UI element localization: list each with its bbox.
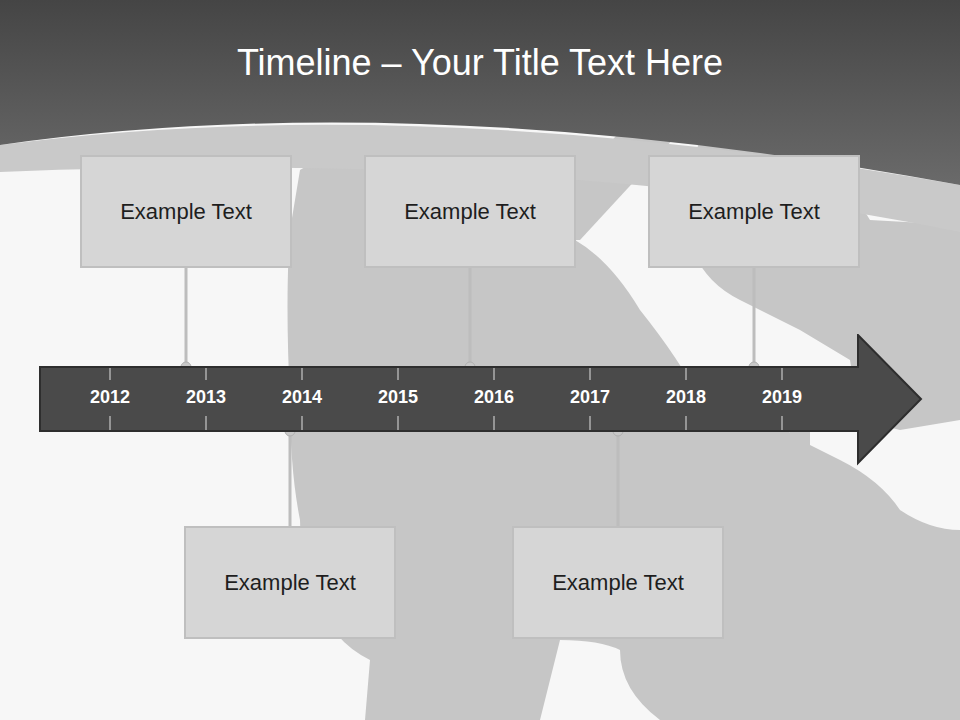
year-label: 2013 bbox=[186, 387, 226, 408]
event-text: Example Text bbox=[540, 570, 696, 596]
tick-mark bbox=[590, 368, 591, 380]
event-box: Example Text bbox=[512, 526, 724, 639]
year-label: 2012 bbox=[90, 387, 130, 408]
tick-mark bbox=[398, 368, 399, 380]
tick-mark bbox=[110, 416, 111, 430]
event-text: Example Text bbox=[392, 199, 548, 225]
tick-mark bbox=[494, 368, 495, 380]
leader-line bbox=[613, 426, 623, 526]
event-box: Example Text bbox=[648, 155, 860, 268]
leader-line bbox=[465, 268, 475, 372]
title: Timeline – Your Title Text Here bbox=[0, 42, 960, 84]
tick-mark bbox=[206, 416, 207, 430]
year-label: 2018 bbox=[666, 387, 706, 408]
event-box: Example Text bbox=[184, 526, 396, 639]
event-text: Example Text bbox=[212, 570, 368, 596]
year-label: 2016 bbox=[474, 387, 514, 408]
event-box: Example Text bbox=[364, 155, 576, 268]
tick-mark bbox=[686, 368, 687, 380]
tick-mark bbox=[686, 416, 687, 430]
tick-mark bbox=[110, 368, 111, 380]
year-label: 2014 bbox=[282, 387, 322, 408]
timeline-arrow: 2012 2013 2014 2015 2016 2017 2018 2019 bbox=[38, 334, 924, 466]
event-box: Example Text bbox=[80, 155, 292, 268]
event-text: Example Text bbox=[108, 199, 264, 225]
leader-line bbox=[749, 268, 759, 372]
tick-mark bbox=[302, 416, 303, 430]
leader-line bbox=[285, 426, 295, 526]
tick-mark bbox=[782, 368, 783, 380]
tick-mark bbox=[398, 416, 399, 430]
event-text: Example Text bbox=[676, 199, 832, 225]
year-label: 2017 bbox=[570, 387, 610, 408]
year-label: 2015 bbox=[378, 387, 418, 408]
tick-mark bbox=[494, 416, 495, 430]
tick-mark bbox=[302, 368, 303, 380]
tick-mark bbox=[590, 416, 591, 430]
tick-mark bbox=[782, 416, 783, 430]
leader-line bbox=[181, 268, 191, 372]
year-label: 2019 bbox=[762, 387, 802, 408]
tick-mark bbox=[206, 368, 207, 380]
